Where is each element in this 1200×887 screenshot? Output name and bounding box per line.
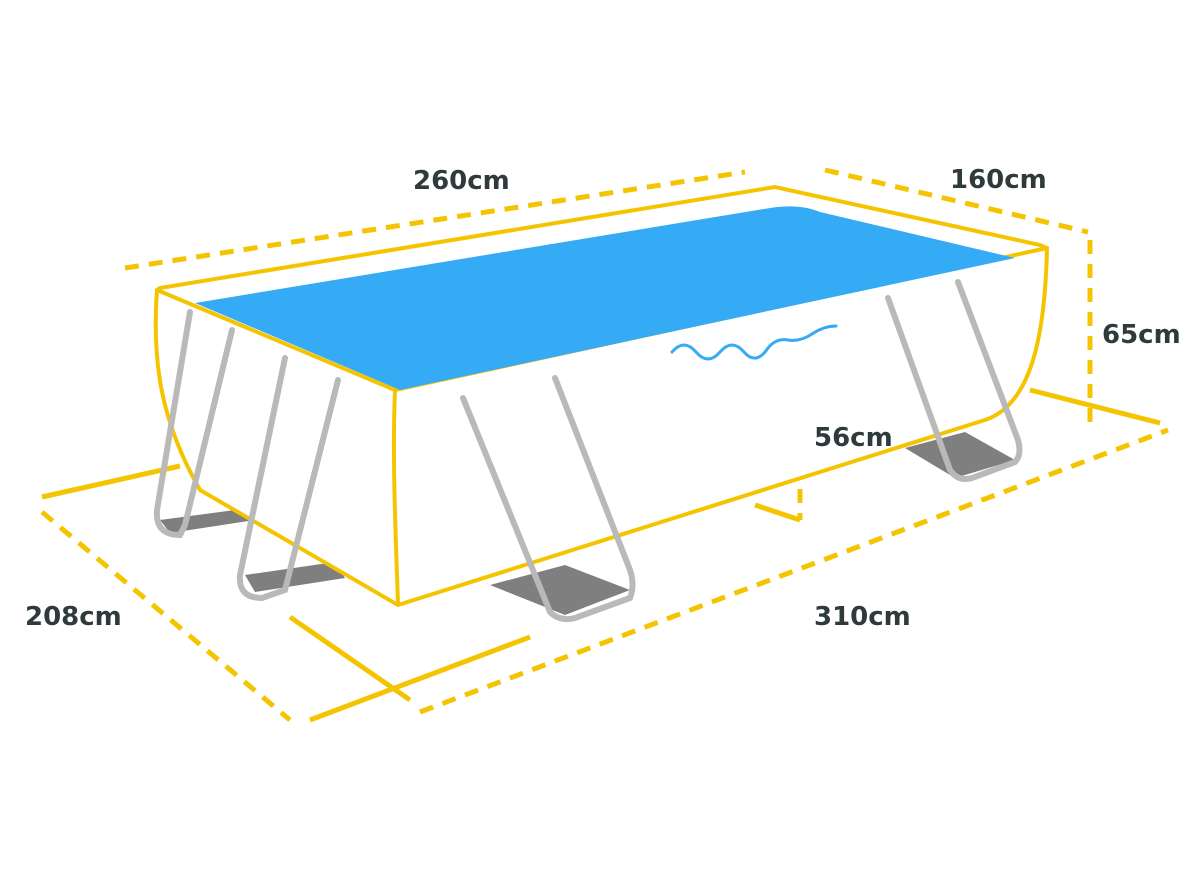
label-ground-width: 208cm (25, 602, 122, 632)
label-height-total: 65cm (1102, 320, 1181, 350)
pool-legs (153, 279, 1023, 623)
label-ground-length: 310cm (814, 602, 911, 632)
label-top-width: 160cm (950, 165, 1047, 195)
label-water-depth: 56cm (814, 423, 893, 453)
label-top-length: 260cm (413, 166, 510, 196)
wave-icon (670, 324, 838, 361)
pool-water (195, 206, 1015, 390)
pool-front-edge (391, 389, 400, 606)
